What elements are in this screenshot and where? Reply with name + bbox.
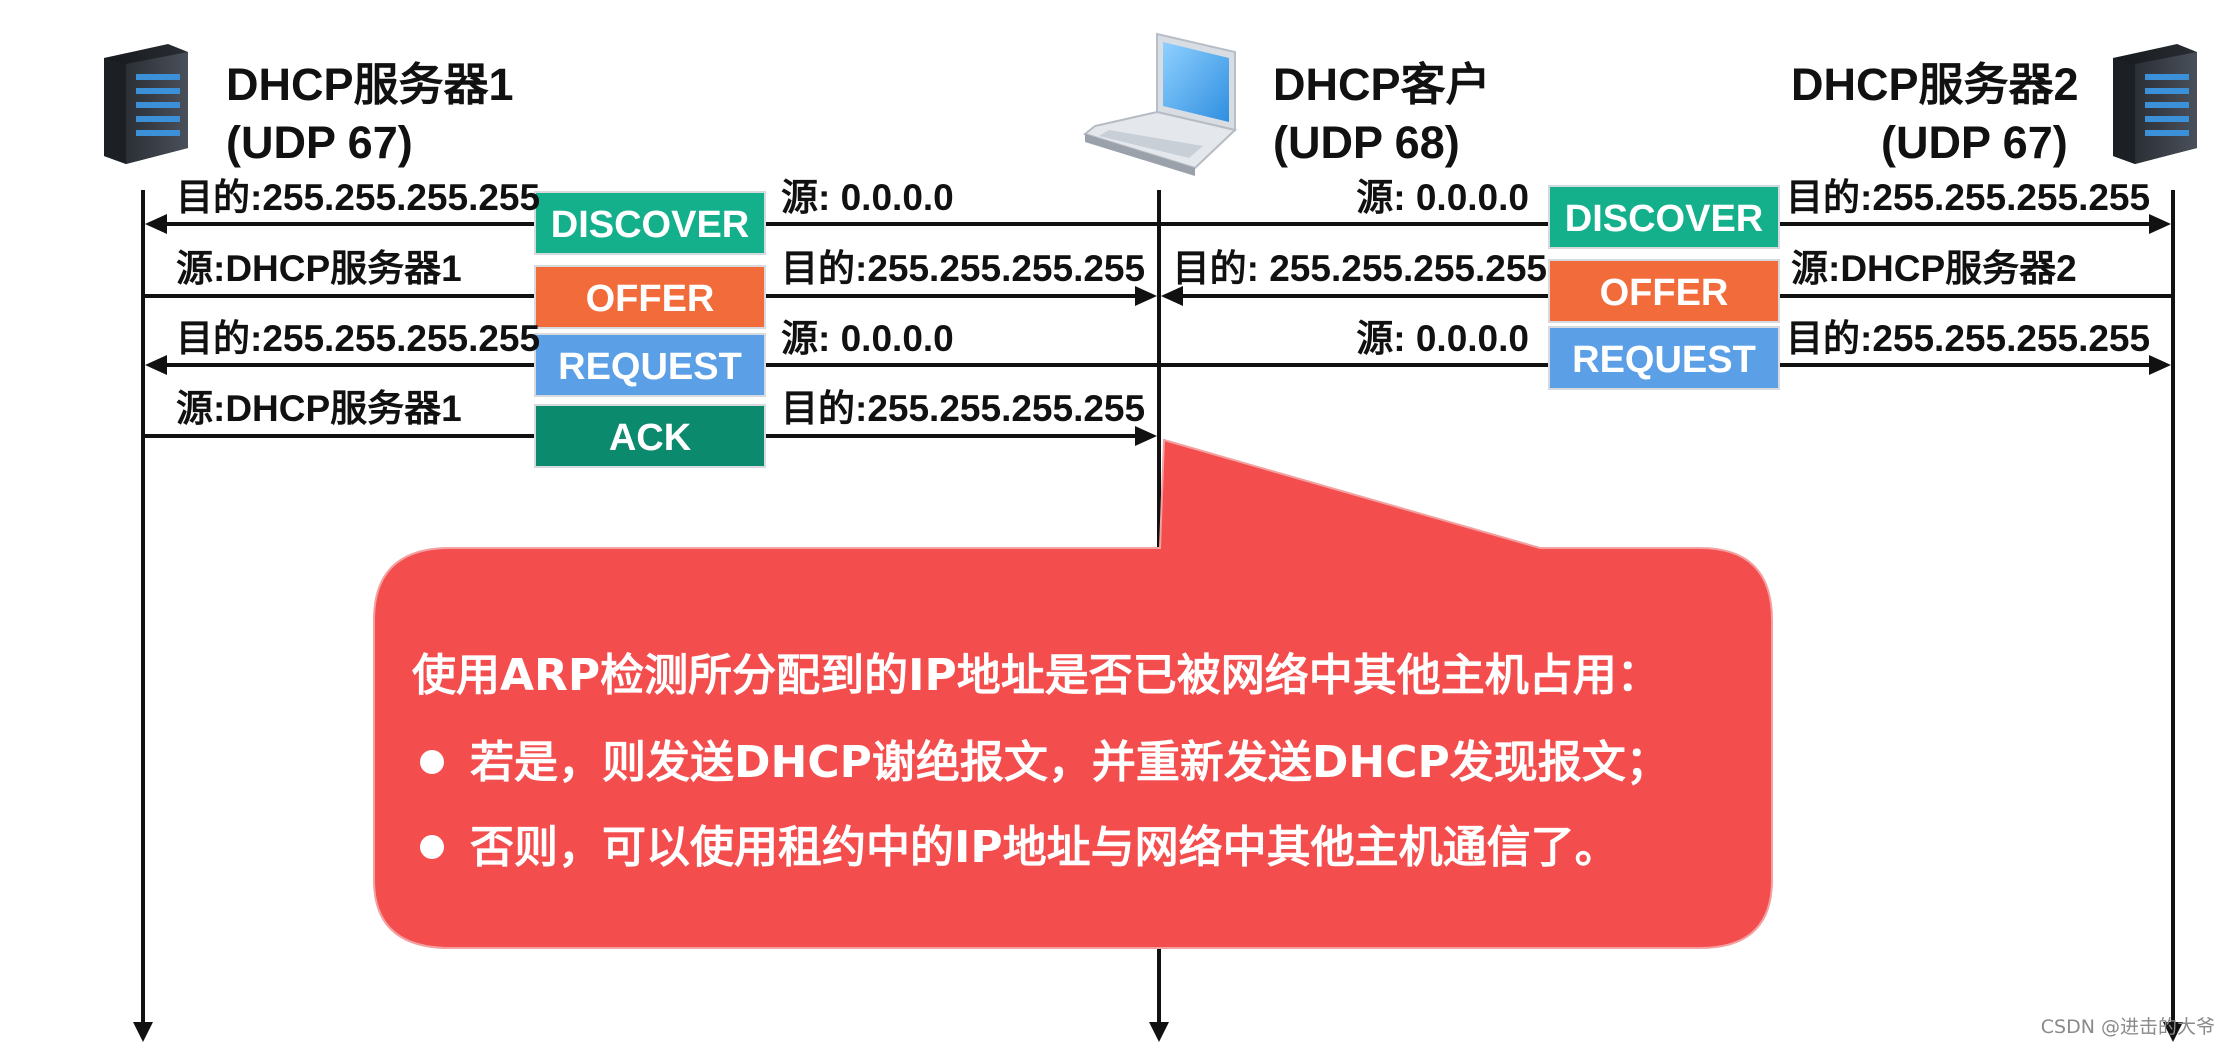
- message-label: DISCOVER: [551, 204, 749, 246]
- callout-bullet-1: 若是，则发送DHCP谢绝报文，并重新发送DHCP发现报文；: [470, 737, 1670, 788]
- discover-arrowhead-left: [145, 214, 167, 234]
- request-arrowhead-left: [145, 355, 167, 375]
- offer-arrowhead-right: [1161, 286, 1183, 306]
- request-dest-label-right: 目的:255.255.255.255: [1786, 318, 2150, 359]
- request-message-box-right: REQUEST: [1548, 326, 1780, 390]
- discover-message-box-right: DISCOVER: [1548, 185, 1780, 249]
- server2-port: (UDP 67): [1881, 117, 2068, 168]
- client-port: (UDP 68): [1273, 117, 1460, 168]
- request-src-label: 源: 0.0.0.0: [781, 318, 954, 359]
- message-label: REQUEST: [1572, 339, 1756, 381]
- callout-heading: 使用ARP检测所分配到的IP地址是否已被网络中其他主机占用：: [412, 650, 1661, 701]
- server1-port: (UDP 67): [226, 117, 413, 168]
- arp-check-callout: 使用ARP检测所分配到的IP地址是否已被网络中其他主机占用： 若是，则发送DHC…: [373, 438, 1773, 949]
- client-name: DHCP客户: [1273, 59, 1491, 110]
- ack-dest-label: 目的:255.255.255.255: [781, 388, 1145, 429]
- server1-name: DHCP服务器1: [226, 59, 514, 110]
- server2-lifeline-arrowhead: [2163, 1022, 2183, 1042]
- message-label: ACK: [609, 417, 692, 459]
- discover-dest-label: 目的:255.255.255.255: [176, 177, 540, 218]
- bullet-dot-1: [420, 750, 444, 774]
- ack-message-box: ACK: [534, 404, 766, 468]
- server-icon: [2113, 44, 2197, 164]
- ack-src-label: 源:DHCP服务器1: [176, 388, 462, 429]
- callout-bubble: [373, 438, 1773, 949]
- client-lifeline-arrowhead: [1149, 1022, 1169, 1042]
- message-label: OFFER: [586, 278, 715, 320]
- discover-src-label-right: 源: 0.0.0.0: [1356, 177, 1529, 218]
- offer-src-label-right: 源:DHCP服务器2: [1791, 248, 2077, 289]
- bullet-dot-2: [420, 835, 444, 859]
- offer-dest-label-right: 目的: 255.255.255.255: [1173, 248, 1547, 289]
- request-dest-label: 目的:255.255.255.255: [176, 318, 540, 359]
- server-icon: [104, 44, 188, 164]
- offer-message-box-right: OFFER: [1548, 259, 1780, 323]
- laptop-icon: [1082, 32, 1238, 176]
- request-src-label-right: 源: 0.0.0.0: [1356, 318, 1529, 359]
- offer-src-label: 源:DHCP服务器1: [176, 248, 462, 289]
- watermark: CSDN @进击的大爷: [2041, 1016, 2215, 1038]
- message-label: REQUEST: [558, 346, 742, 388]
- server2-name: DHCP服务器2: [1791, 59, 2079, 110]
- offer-arrowhead-left: [1135, 286, 1157, 306]
- ack-arrowhead: [1135, 426, 1157, 446]
- server1-lifeline-arrowhead: [133, 1022, 153, 1042]
- discover-src-label: 源: 0.0.0.0: [781, 177, 954, 218]
- offer-dest-label: 目的:255.255.255.255: [781, 248, 1145, 289]
- callout-bullet-2: 否则，可以使用租约中的IP地址与网络中其他主机通信了。: [470, 822, 1619, 873]
- request-message-box: REQUEST: [534, 333, 766, 397]
- offer-message-box: OFFER: [534, 265, 766, 329]
- request-arrowhead-right: [2149, 355, 2171, 375]
- discover-arrowhead-right: [2149, 214, 2171, 234]
- discover-dest-label-right: 目的:255.255.255.255: [1786, 177, 2150, 218]
- message-label: DISCOVER: [1565, 198, 1763, 240]
- message-label: OFFER: [1600, 272, 1729, 314]
- discover-message-box: DISCOVER: [534, 191, 766, 255]
